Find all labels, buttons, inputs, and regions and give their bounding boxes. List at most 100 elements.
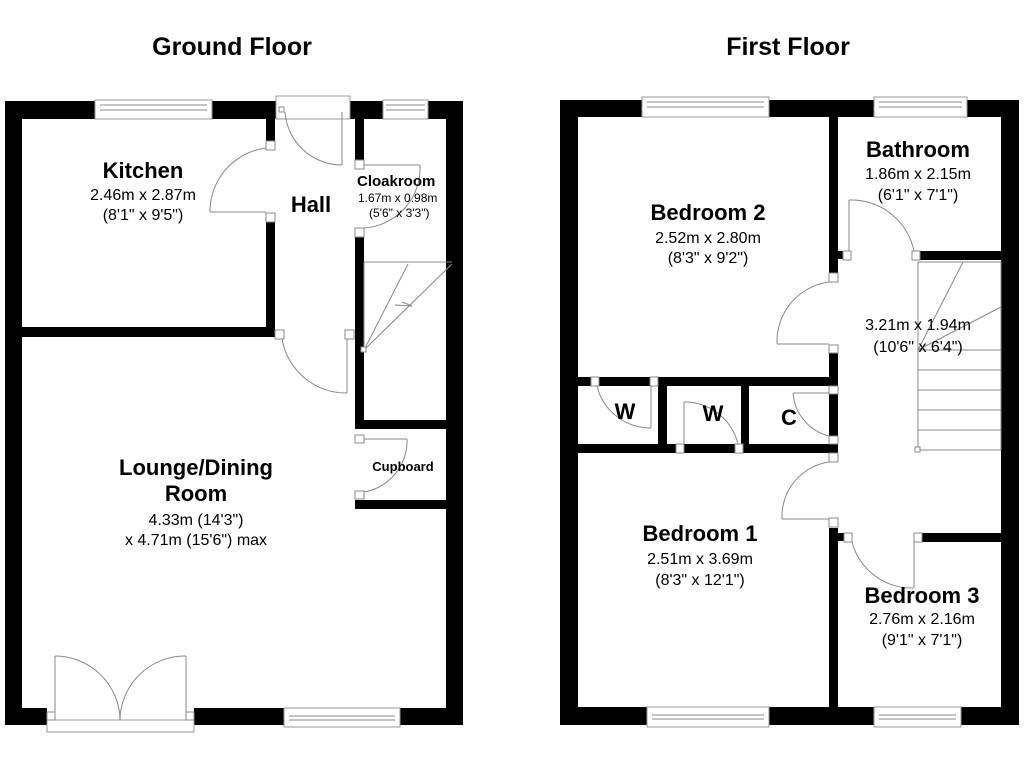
wardrobe2-door <box>675 401 744 454</box>
room-cloakroom: Cloakroom 1.67m x 0.98m (5'6" x 3'3") <box>357 173 437 220</box>
wall <box>838 251 843 259</box>
wall <box>5 101 22 725</box>
room-name: C <box>781 405 797 430</box>
room-dimensions-line2: x 4.71m (15'6") max <box>125 532 267 549</box>
room-wardrobe-1: W <box>615 399 636 424</box>
ground-floor-plan: Ground Floor <box>5 33 463 733</box>
room-name: Cloakroom <box>357 173 435 190</box>
wall <box>212 101 276 119</box>
window <box>382 99 429 120</box>
wall <box>355 236 364 426</box>
wall <box>658 377 667 453</box>
room-name: Bedroom 3 <box>865 583 980 608</box>
wall <box>829 352 838 387</box>
room-bedroom-2: Bedroom 2 2.52m x 2.80m (8'3" x 9'2") <box>651 200 766 267</box>
wall <box>961 707 1019 725</box>
room-dimensions-imperial: (6'1" x 7'1") <box>878 187 959 204</box>
room-bedroom-1: Bedroom 1 2.51m x 3.69m (8'3" x 12'1") <box>643 521 758 589</box>
room-dimensions-imperial: (10'6" x 6'4") <box>873 339 963 356</box>
lounge-door <box>274 329 355 394</box>
wall <box>194 708 284 725</box>
wall <box>355 420 446 429</box>
room-cupboard: Cupboard <box>372 459 433 474</box>
room-dimensions-imperial: (8'3" x 9'2") <box>668 250 749 267</box>
room-kitchen: Kitchen 2.46m x 2.87m (8'1" x 9'5") <box>90 158 196 224</box>
room-dimensions-imperial: (5'6" x 3'3") <box>369 206 429 220</box>
staircase <box>360 261 453 353</box>
room-name: W <box>615 399 636 424</box>
wall <box>355 119 364 162</box>
wall <box>400 708 463 725</box>
wall <box>578 377 829 386</box>
wall <box>1001 100 1019 725</box>
wall <box>838 533 844 541</box>
wall <box>266 119 275 141</box>
kitchen-door <box>209 140 276 223</box>
wall <box>916 251 1001 260</box>
wall <box>922 533 1001 542</box>
room-dimensions-metric: 2.76m x 2.16m <box>869 611 975 628</box>
room-name-line1: Lounge/Dining <box>119 455 273 480</box>
window <box>283 707 401 728</box>
wall <box>266 222 275 337</box>
wall <box>560 707 647 725</box>
wall <box>829 386 838 453</box>
room-dimensions-imperial: (8'3" x 12'1") <box>655 572 745 589</box>
room-dimensions-metric: 1.86m x 2.15m <box>865 166 971 183</box>
wall <box>769 707 874 725</box>
wall <box>967 100 1019 117</box>
room-dimensions-metric: 2.46m x 2.87m <box>90 187 196 204</box>
wall <box>22 327 275 337</box>
wardrobe1-door <box>590 376 659 429</box>
ground-floor-title: Ground Floor <box>152 33 312 61</box>
room-lounge-dining: Lounge/Dining Room 4.33m (14'3") x 4.71m… <box>119 455 273 549</box>
wall <box>829 528 838 707</box>
wall <box>5 708 47 725</box>
room-dimensions-imperial: (9'1" x 7'1") <box>882 632 963 649</box>
bathroom-door <box>842 199 921 261</box>
room-dimensions-imperial: (8'1" x 9'5") <box>103 207 184 224</box>
wall <box>446 101 463 725</box>
wall <box>829 117 838 273</box>
patio-doors <box>46 655 195 733</box>
front-door <box>275 95 351 166</box>
room-wardrobe-2: W <box>703 401 724 426</box>
wall <box>560 100 642 117</box>
wall <box>5 101 95 119</box>
window <box>873 706 962 728</box>
room-cupboard-c: C <box>781 405 797 430</box>
wall <box>741 386 749 453</box>
room-name: Hall <box>291 192 331 217</box>
room-name: Kitchen <box>103 158 184 183</box>
first-floor-title: First Floor <box>726 33 850 61</box>
window <box>94 99 213 120</box>
room-landing: 3.21m x 1.94m (10'6" x 6'4") <box>865 317 971 356</box>
bedroom1-door <box>781 452 839 528</box>
window <box>873 96 968 118</box>
room-name-line2: Room <box>165 481 227 506</box>
wall <box>769 100 874 117</box>
wall <box>428 101 463 119</box>
wall <box>578 444 830 453</box>
bedroom3-door <box>843 532 923 589</box>
window <box>641 96 770 118</box>
room-dimensions-metric: 1.67m x 0.98m <box>358 191 437 205</box>
cloakroom-door <box>354 159 421 238</box>
wall <box>560 100 578 725</box>
room-name: W <box>703 401 724 426</box>
cupboard-door <box>792 385 839 445</box>
window <box>646 706 770 728</box>
room-bathroom: Bathroom 1.86m x 2.15m (6'1" x 7'1") <box>865 137 971 204</box>
room-name: Cupboard <box>372 459 433 474</box>
wall <box>350 101 383 119</box>
room-name: Bathroom <box>866 137 970 162</box>
first-floor-plan: First Floor <box>560 33 1019 728</box>
cupboard-door <box>354 434 408 500</box>
room-name: Bedroom 1 <box>643 521 758 546</box>
staircase <box>914 261 1002 453</box>
room-dimensions-line1: 4.33m (14'3") <box>149 512 244 529</box>
room-name: Bedroom 2 <box>651 200 766 225</box>
room-bedroom-3: Bedroom 3 2.76m x 2.16m (9'1" x 7'1") <box>865 583 980 649</box>
room-dimensions-metric: 2.52m x 2.80m <box>655 230 761 247</box>
